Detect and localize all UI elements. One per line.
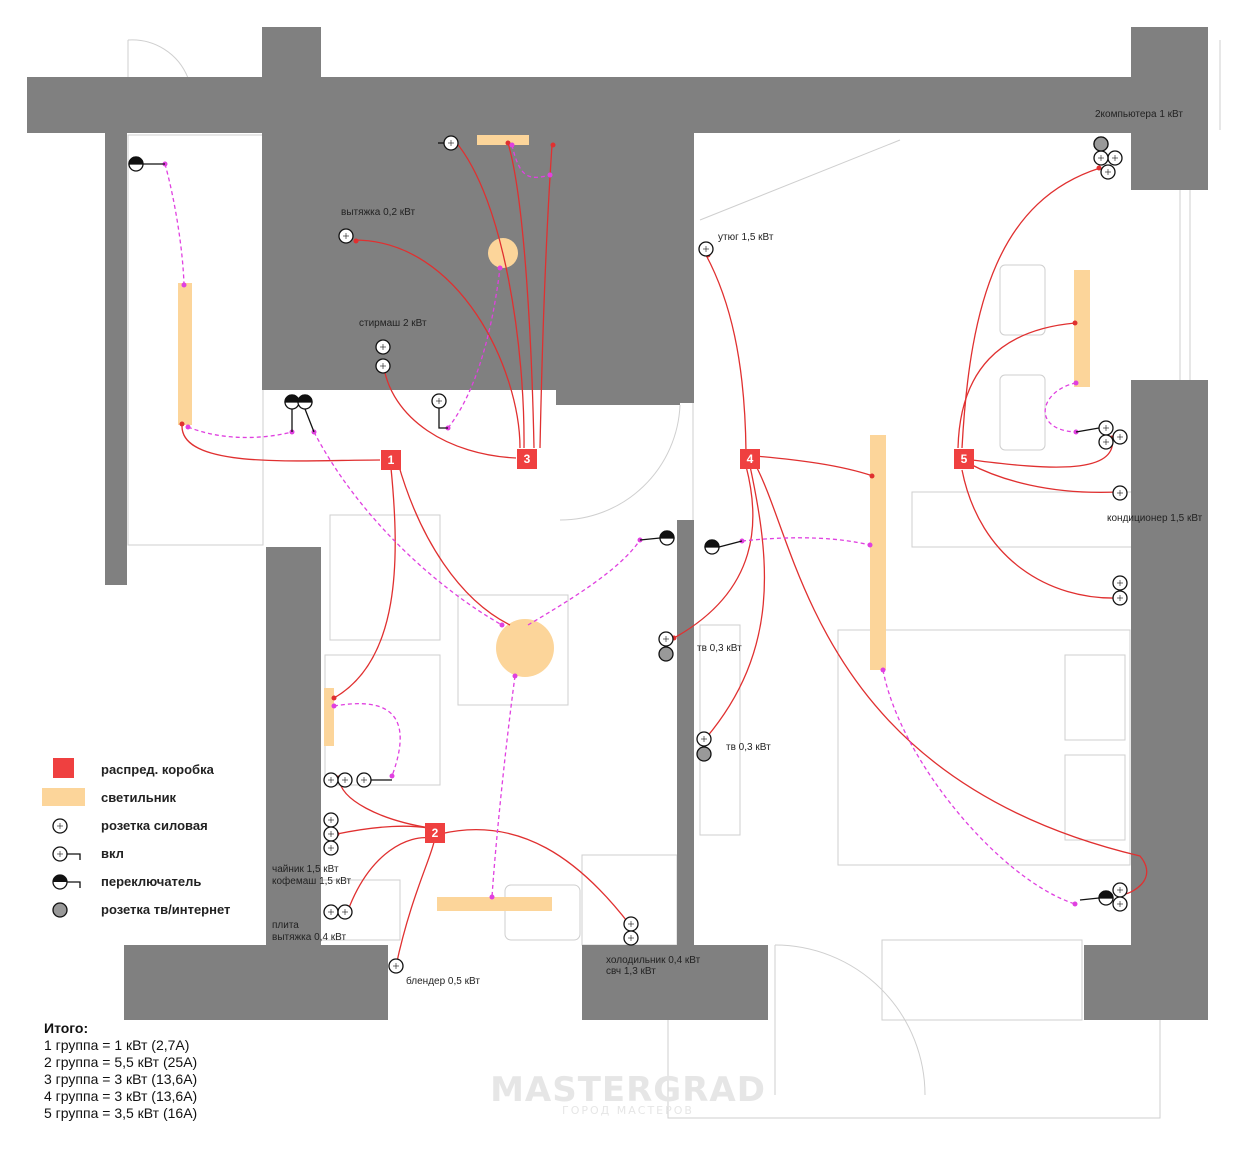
two-way-switch-icon [52, 874, 81, 890]
svg-text:светильник: светильник [101, 790, 177, 805]
junction-box-4: 4 [740, 449, 760, 469]
light-wires [164, 144, 1077, 905]
junction-box-icon [53, 758, 74, 778]
power-socket-icon [52, 818, 68, 834]
label-iron: утюг 1,5 кВт [718, 232, 774, 243]
label-kettle: чайник 1,5 кВт [272, 864, 339, 875]
label-ac: кондиционер 1,5 кВт [1107, 513, 1203, 524]
totals-line: 5 группа = 3,5 кВт (16А) [44, 1105, 198, 1121]
svg-text:3: 3 [524, 452, 531, 466]
totals: Итого: 1 группа = 1 кВт (2,7А) 2 группа … [44, 1020, 197, 1122]
label-computers: 2компьютера 1 кВт [1095, 109, 1183, 120]
lamps [178, 135, 1090, 911]
legend: распред. коробка светильник розетка сило… [42, 758, 230, 918]
walls [27, 27, 1208, 1020]
appliance-labels: 2компьютера 1 кВт вытяжка 0,2 кВт стирма… [272, 109, 1203, 987]
totals-line: 1 группа = 1 кВт (2,7А) [44, 1037, 190, 1053]
totals-line: 2 группа = 5,5 кВт (25А) [44, 1054, 198, 1070]
label-washer: стирмаш 2 кВт [359, 318, 427, 329]
label-coffee: кофемаш 1,5 кВт [272, 875, 351, 887]
totals-title: Итого: [44, 1020, 89, 1036]
svg-text:розетка силовая: розетка силовая [101, 818, 208, 833]
svg-text:розетка тв/интернет: розетка тв/интернет [101, 902, 230, 917]
label-fridge: холодильник 0,4 кВт [606, 955, 701, 966]
label-tv1: тв 0,3 кВт [697, 643, 742, 654]
svg-text:распред. коробка: распред. коробка [101, 762, 215, 777]
svg-text:2: 2 [432, 826, 439, 840]
label-hood-bath: вытяжка 0,2 кВт [341, 207, 416, 218]
svg-text:1: 1 [388, 453, 395, 467]
label-tv2: тв 0,3 кВт [726, 742, 771, 753]
svg-text:4: 4 [747, 452, 754, 466]
junction-box-2: 2 [425, 823, 445, 843]
junction-boxes: 1 2 3 4 5 [381, 449, 974, 843]
tv-socket-icon [52, 902, 68, 918]
power-wires [181, 140, 1148, 967]
switch-icon [52, 846, 81, 862]
svg-text:5: 5 [961, 452, 968, 466]
junction-box-1: 1 [381, 450, 401, 470]
switches [128, 135, 1114, 906]
svg-text:переключатель: переключатель [101, 874, 201, 889]
svg-text:вкл: вкл [101, 846, 124, 861]
totals-line: 3 группа = 3 кВт (13,6А) [44, 1071, 198, 1087]
junction-box-3: 3 [517, 449, 537, 469]
lamp-icon [42, 788, 85, 806]
junction-box-5: 5 [954, 449, 974, 469]
totals-line: 4 группа = 3 кВт (13,6А) [44, 1088, 198, 1104]
label-microwave: свч 1,3 кВт [606, 966, 656, 977]
label-hood-kitchen: вытяжка 0,4 кВт [272, 932, 347, 943]
label-blender: блендер 0,5 кВт [406, 975, 480, 987]
label-stove: плита [272, 920, 299, 931]
